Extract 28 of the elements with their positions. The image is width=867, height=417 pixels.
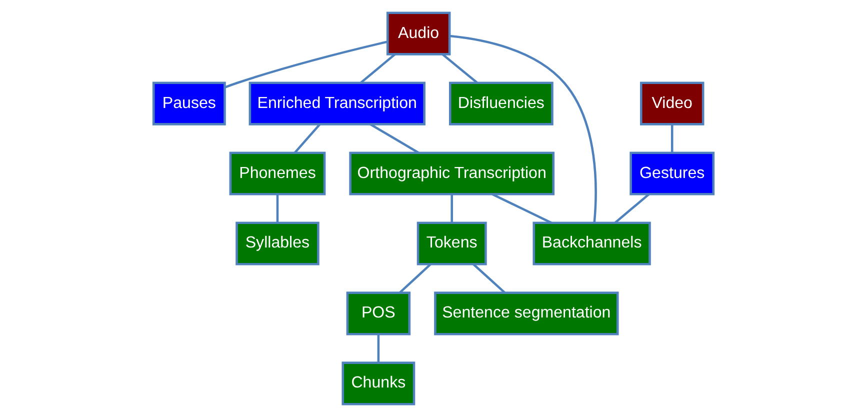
node-box: Syllables — [236, 222, 320, 266]
connector — [370, 123, 420, 154]
connector — [450, 34, 597, 223]
node-box: Phonemes — [229, 152, 326, 196]
connector — [224, 40, 388, 88]
node-box: Enriched Transcription — [248, 82, 426, 126]
node-box: Gestures — [630, 152, 715, 196]
node-box: Chunks — [342, 362, 416, 406]
node-box: Video — [640, 82, 704, 126]
node-box: Tokens — [416, 222, 487, 266]
connector — [614, 193, 650, 224]
connector — [360, 53, 396, 84]
connector — [442, 53, 478, 84]
node-box: POS — [346, 292, 411, 336]
node-box: Pauses — [152, 82, 226, 126]
connector — [472, 263, 506, 294]
connector — [399, 263, 432, 294]
node-box: Backchannels — [532, 222, 651, 266]
connector — [276, 194, 279, 223]
connector — [450, 194, 453, 223]
node-box: Audio — [386, 12, 451, 56]
node-box: Orthographic Transcription — [349, 152, 555, 196]
connector — [294, 124, 321, 154]
connector — [377, 334, 380, 363]
node-box: Disfluencies — [448, 82, 554, 126]
connector — [492, 193, 552, 224]
node-box: Sentence segmentation — [434, 292, 619, 336]
connector — [670, 124, 674, 153]
